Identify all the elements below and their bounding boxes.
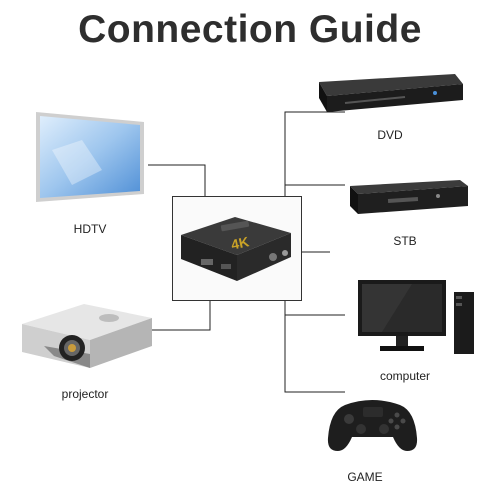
set-top-box-icon (350, 180, 468, 214)
computer-device (352, 276, 477, 358)
dvd-player-icon (319, 74, 463, 112)
dvd-device (315, 68, 465, 116)
tv-icon (36, 112, 144, 202)
projector-label: projector (61, 387, 109, 401)
game-label: GAME (347, 470, 383, 484)
gamepad-icon (327, 400, 418, 451)
projector-device (14, 296, 154, 376)
hdtv-label: HDTV (73, 222, 107, 236)
hdmi-switch-icon (181, 217, 291, 281)
hdtv-device (32, 110, 152, 205)
computer-label: computer (379, 369, 431, 383)
projector-icon (22, 304, 152, 368)
stb-device (348, 178, 470, 216)
computer-icon (358, 280, 474, 354)
dvd-label: DVD (377, 128, 403, 142)
line-to-game (284, 315, 345, 393)
stb-label: STB (393, 234, 417, 248)
game-device (325, 393, 420, 455)
page-title: Connection Guide (78, 8, 422, 51)
line-to-dvd (284, 111, 345, 185)
hdmi-switch-box: 4K (172, 196, 302, 301)
